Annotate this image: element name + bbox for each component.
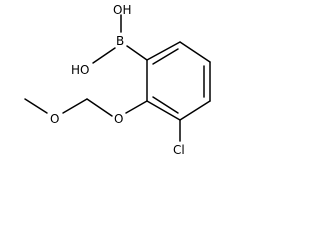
- ring-bond-c4-c5: [179, 100, 211, 121]
- ring-bond-c1-c2: [146, 41, 181, 61]
- bond-ring-o: [125, 100, 148, 114]
- atom-label-boron: B: [116, 34, 124, 48]
- bond-o-ch2: [86, 98, 113, 117]
- bond-o-ch3: [24, 98, 48, 114]
- bond-b-oh-left: [92, 47, 116, 64]
- atom-label-chlorine: Cl: [173, 143, 185, 157]
- atom-label-ether-oxygen: O: [50, 112, 59, 126]
- ring-bond-c2-c3: [179, 41, 211, 63]
- atom-label-ring-oxygen: O: [114, 112, 123, 126]
- ring-double-bond-inner-3: [152, 96, 179, 114]
- bond-b-ring: [126, 45, 148, 61]
- ring-double-bond-inner-1: [152, 48, 179, 65]
- chemical-structure: OH HO B O O Cl: [24, 3, 211, 157]
- ring-bond-c5-c6: [146, 100, 181, 121]
- atom-label-oh-top: OH: [113, 3, 131, 17]
- bond-ch2-o: [62, 98, 88, 114]
- atom-label-oh-left: HO: [71, 63, 89, 77]
